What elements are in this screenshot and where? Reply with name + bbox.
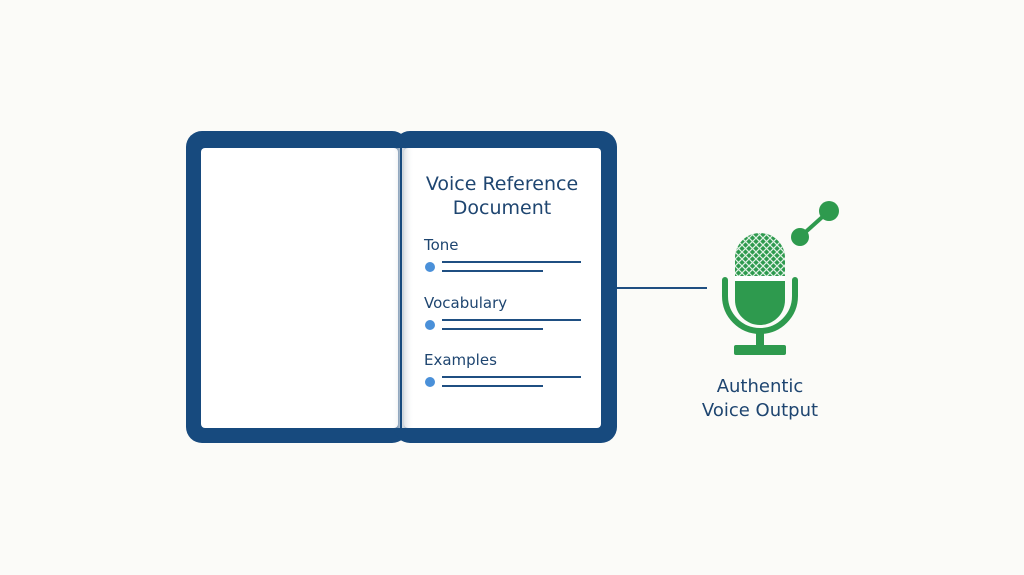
book-left-page xyxy=(201,148,398,428)
book-spine-shadow xyxy=(392,148,414,428)
section-label-examples: Examples xyxy=(424,351,497,369)
output-label: Authentic Voice Output xyxy=(680,375,840,423)
connection-node-icon xyxy=(791,201,839,246)
bullet-dot xyxy=(425,262,435,272)
document-title-line1: Voice Reference xyxy=(425,173,579,195)
mic-grille xyxy=(735,233,785,278)
node-dot-small xyxy=(791,228,809,246)
open-book-icon xyxy=(186,131,617,443)
bullet-dot xyxy=(425,320,435,330)
mic-stem xyxy=(756,330,764,346)
section-tone-lines xyxy=(425,261,581,272)
output-label-line2: Voice Output xyxy=(701,400,819,421)
bullet-dot xyxy=(425,377,435,387)
output-label-line1: Authentic xyxy=(716,376,804,397)
mic-base xyxy=(734,345,786,355)
section-examples-lines xyxy=(425,376,581,387)
section-label-tone: Tone xyxy=(424,236,459,254)
section-vocabulary-lines xyxy=(425,319,581,330)
book-right-page xyxy=(404,148,601,428)
node-dot-large xyxy=(819,201,839,221)
microphone-icon xyxy=(722,233,798,355)
document-title-line2: Document xyxy=(452,197,552,219)
mic-band xyxy=(735,276,785,281)
document-title: Voice Reference Document xyxy=(412,172,592,220)
section-label-vocabulary: Vocabulary xyxy=(424,294,508,312)
